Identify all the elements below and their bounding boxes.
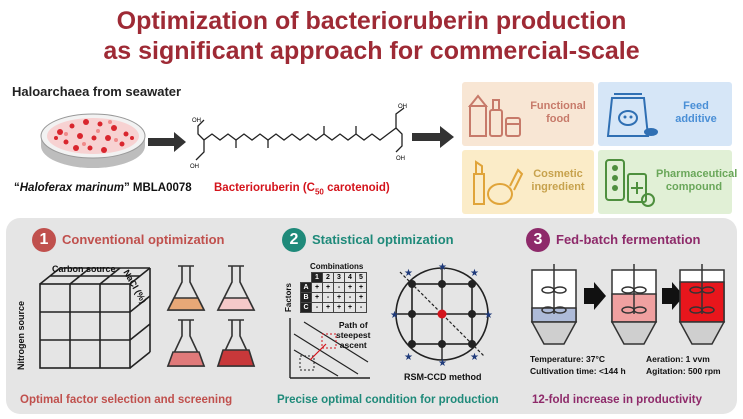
table-cell: + [322,282,334,293]
temperature-condition: Temperature: 37°C [530,354,606,364]
cosmetics-icon [473,160,524,205]
svg-text:★: ★ [470,352,479,363]
rsm-ccd-label: RSM-CCD method [404,372,482,382]
svg-text:★: ★ [438,262,447,273]
nitrogen-source-label: Nitrogen source [16,300,26,370]
food-products-icon [468,94,521,137]
table-cell: + [333,292,345,303]
svg-text:★: ★ [438,358,447,369]
table-cell: + [333,302,345,313]
table-cell: + [322,302,334,313]
svg-text:★: ★ [470,268,479,279]
factors-label: Factors [284,283,293,312]
feed-bag-icon [606,93,658,137]
table-header: 1 [311,272,323,283]
factor-combination-table: 1 2 3 4 5 A + + - + + B + - + - + C - + … [300,272,367,313]
table-cell: + [344,302,356,313]
table-cell: + [355,282,367,293]
table-header: 3 [333,272,345,283]
svg-text:OH: OH [192,118,201,124]
step-2-number: 2 [282,228,306,252]
step-1-number: 1 [32,228,56,252]
table-header: 2 [322,272,334,283]
arrow-right-icon [412,126,454,148]
factor-cube-icon [39,267,151,369]
svg-text:★: ★ [390,310,399,321]
table-cell: + [344,282,356,293]
steepest-ascent-plot-icon [289,318,370,379]
source-heading: Haloarchaea from seawater [12,84,182,99]
page-subtitle: as significant approach for commercial-s… [103,37,640,65]
cultivation-time-condition: Cultivation time: <144 h [530,366,626,376]
table-header: 4 [344,272,356,283]
aeration-condition: Aeration: 1 vvm [646,354,710,364]
step-1-footer: Optimal factor selection and screening [20,394,233,406]
pills-icon [605,159,655,207]
table-cell: - [355,302,367,313]
table-cell: + [355,292,367,303]
carbon-source-label: Carbon source [52,264,116,274]
rsm-ccd-design-icon: ★ ★ ★ ★ ★ ★ ★ ★ [390,262,493,369]
step-1-title: Conventional optimization [62,232,225,247]
product-label: Bacterioruberin (C50 carotenoid) [214,182,390,197]
arrow-right-icon [148,132,186,152]
table-cell: - [322,292,334,303]
svg-text:OH: OH [190,164,199,170]
fermenters-icon [530,264,726,345]
factor-cell: B [300,292,312,303]
bacterioruberin-molecule-icon: OH OH OH OH [190,104,407,170]
table-cell: + [311,292,323,303]
step-3-title: Fed-batch fermentation [556,232,701,247]
table-cell: - [344,292,356,303]
step-2-footer: Precise optimal condition for production [277,394,499,406]
svg-text:OH: OH [398,104,407,110]
flasks-icon [166,265,256,367]
svg-text:★: ★ [404,268,413,279]
svg-text:OH: OH [396,156,405,162]
step-3-footer: 12-fold increase in productivity [532,394,702,406]
combinations-label: Combinations [310,262,364,271]
svg-text:★: ★ [404,352,413,363]
step-2-title: Statistical optimization [312,232,454,247]
page-title: Optimization of bacterioruberin producti… [116,7,627,35]
step-3-number: 3 [526,228,550,252]
table-cell: - [311,302,323,313]
organism-label: “Haloferax marinum” MBLA0078 [14,182,192,194]
factor-cell: A [300,282,312,293]
agitation-condition: Agitation: 500 rpm [646,366,721,376]
svg-text:★: ★ [484,310,493,321]
petri-dish-icon [40,113,146,168]
table-cell: + [311,282,323,293]
table-cell: - [333,282,345,293]
table-header: 5 [355,272,367,283]
factor-cell: C [300,302,312,313]
